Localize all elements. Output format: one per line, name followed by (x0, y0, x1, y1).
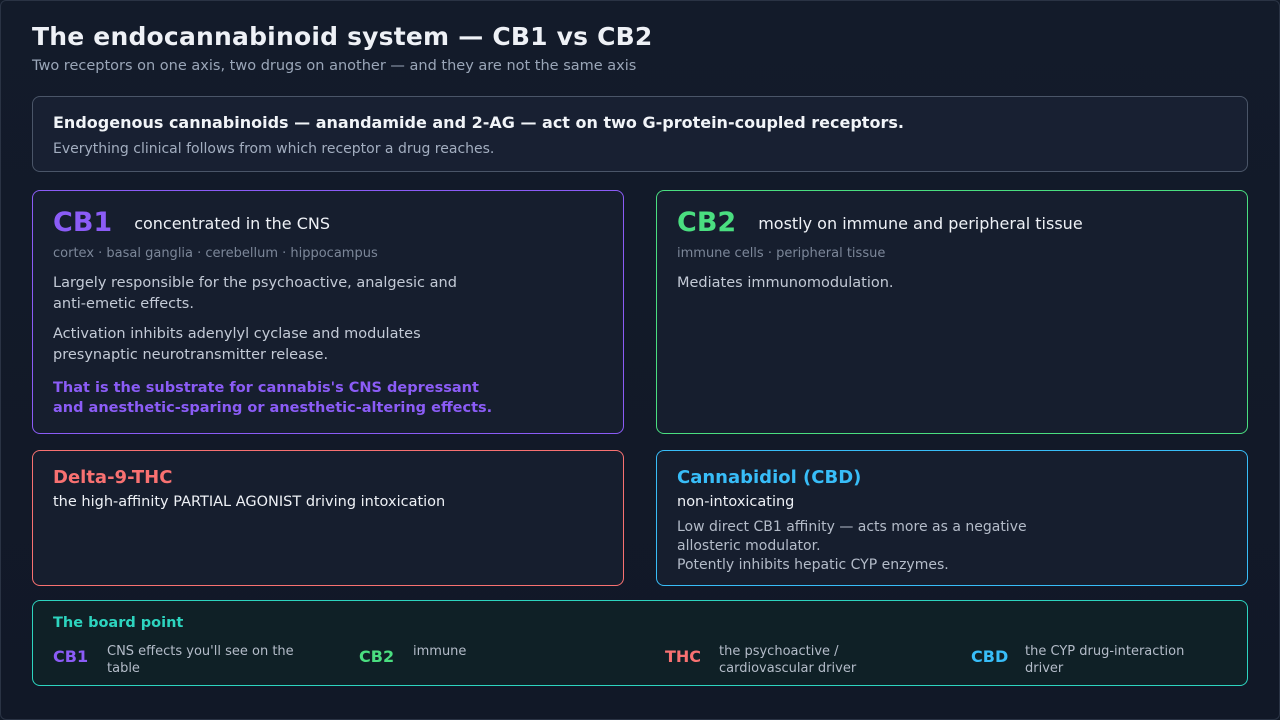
board-items: CB1 CNS effects you'll see on the table … (53, 643, 1227, 679)
intro-main-text: Endogenous cannabinoids — anandamide and… (53, 113, 904, 132)
board-key-cb1: CB1 (53, 647, 89, 666)
cbd-subtitle: non-intoxicating (677, 494, 795, 510)
cb1-locations: cortex · basal ganglia · cerebellum · hi… (53, 246, 378, 261)
board-item-cb2: CB2 immune (359, 643, 613, 666)
cb2-tagline: mostly on immune and peripheral tissue (758, 214, 1083, 233)
board-item-cbd: CBD the CYP drug-interaction driver (971, 643, 1225, 677)
board-desc-thc: the psychoactive / cardiovascular driver (719, 644, 857, 676)
cbd-text-cyp: Potently inhibits hepatic CYP enzymes. (677, 557, 949, 573)
cb2-locations: immune cells · peripheral tissue (677, 246, 886, 261)
thc-subtitle: the high-affinity PARTIAL AGONIST drivin… (53, 494, 446, 510)
cbd-text-modulator: Low direct CB1 affinity — acts more as a… (677, 519, 1027, 554)
cb2-name: CB2 (677, 207, 737, 238)
board-desc-cbd: the CYP drug-interaction driver (1025, 644, 1185, 676)
cb1-text-effects: Largely responsible for the psychoactive… (53, 275, 457, 312)
cbd-text: Low direct CB1 affinity — acts more as a… (677, 518, 1037, 575)
board-point-panel: The board point CB1 CNS effects you'll s… (32, 600, 1248, 686)
cb1-tagline: concentrated in the CNS (134, 214, 331, 233)
cb2-header: CB2 mostly on immune and peripheral tiss… (677, 207, 1227, 238)
cbd-card: Cannabidiol (CBD) non-intoxicating Low d… (656, 450, 1248, 586)
intro-sub-text: Everything clinical follows from which r… (53, 141, 495, 157)
cbd-name: Cannabidiol (CBD) (677, 467, 862, 488)
board-title: The board point (53, 615, 184, 631)
board-key-cb2: CB2 (359, 647, 395, 666)
intro-panel: Endogenous cannabinoids — anandamide and… (32, 96, 1248, 172)
board-item-thc: THC the psychoactive / cardiovascular dr… (665, 643, 919, 677)
page-subtitle: Two receptors on one axis, two drugs on … (32, 58, 637, 74)
page-title: The endocannabinoid system — CB1 vs CB2 (32, 22, 653, 51)
cb2-card: CB2 mostly on immune and peripheral tiss… (656, 190, 1248, 434)
thc-card: Delta-9-THC the high-affinity PARTIAL AG… (32, 450, 624, 586)
thc-name: Delta-9-THC (53, 467, 173, 488)
board-desc-cb2: immune (413, 644, 467, 659)
cb1-card: CB1 concentrated in the CNS cortex · bas… (32, 190, 624, 434)
cb1-highlight: That is the substrate for cannabis's CNS… (53, 380, 493, 416)
cb1-text-mechanism: Activation inhibits adenylyl cyclase and… (53, 326, 421, 363)
board-item-cb1: CB1 CNS effects you'll see on the table (53, 643, 307, 677)
board-key-thc: THC (665, 647, 702, 666)
board-key-cbd: CBD (971, 647, 1009, 666)
cb1-name: CB1 (53, 207, 113, 238)
cb2-text-effects: Mediates immunomodulation. (677, 275, 894, 291)
cb1-header: CB1 concentrated in the CNS (53, 207, 603, 238)
board-desc-cb1: CNS effects you'll see on the table (107, 644, 294, 676)
